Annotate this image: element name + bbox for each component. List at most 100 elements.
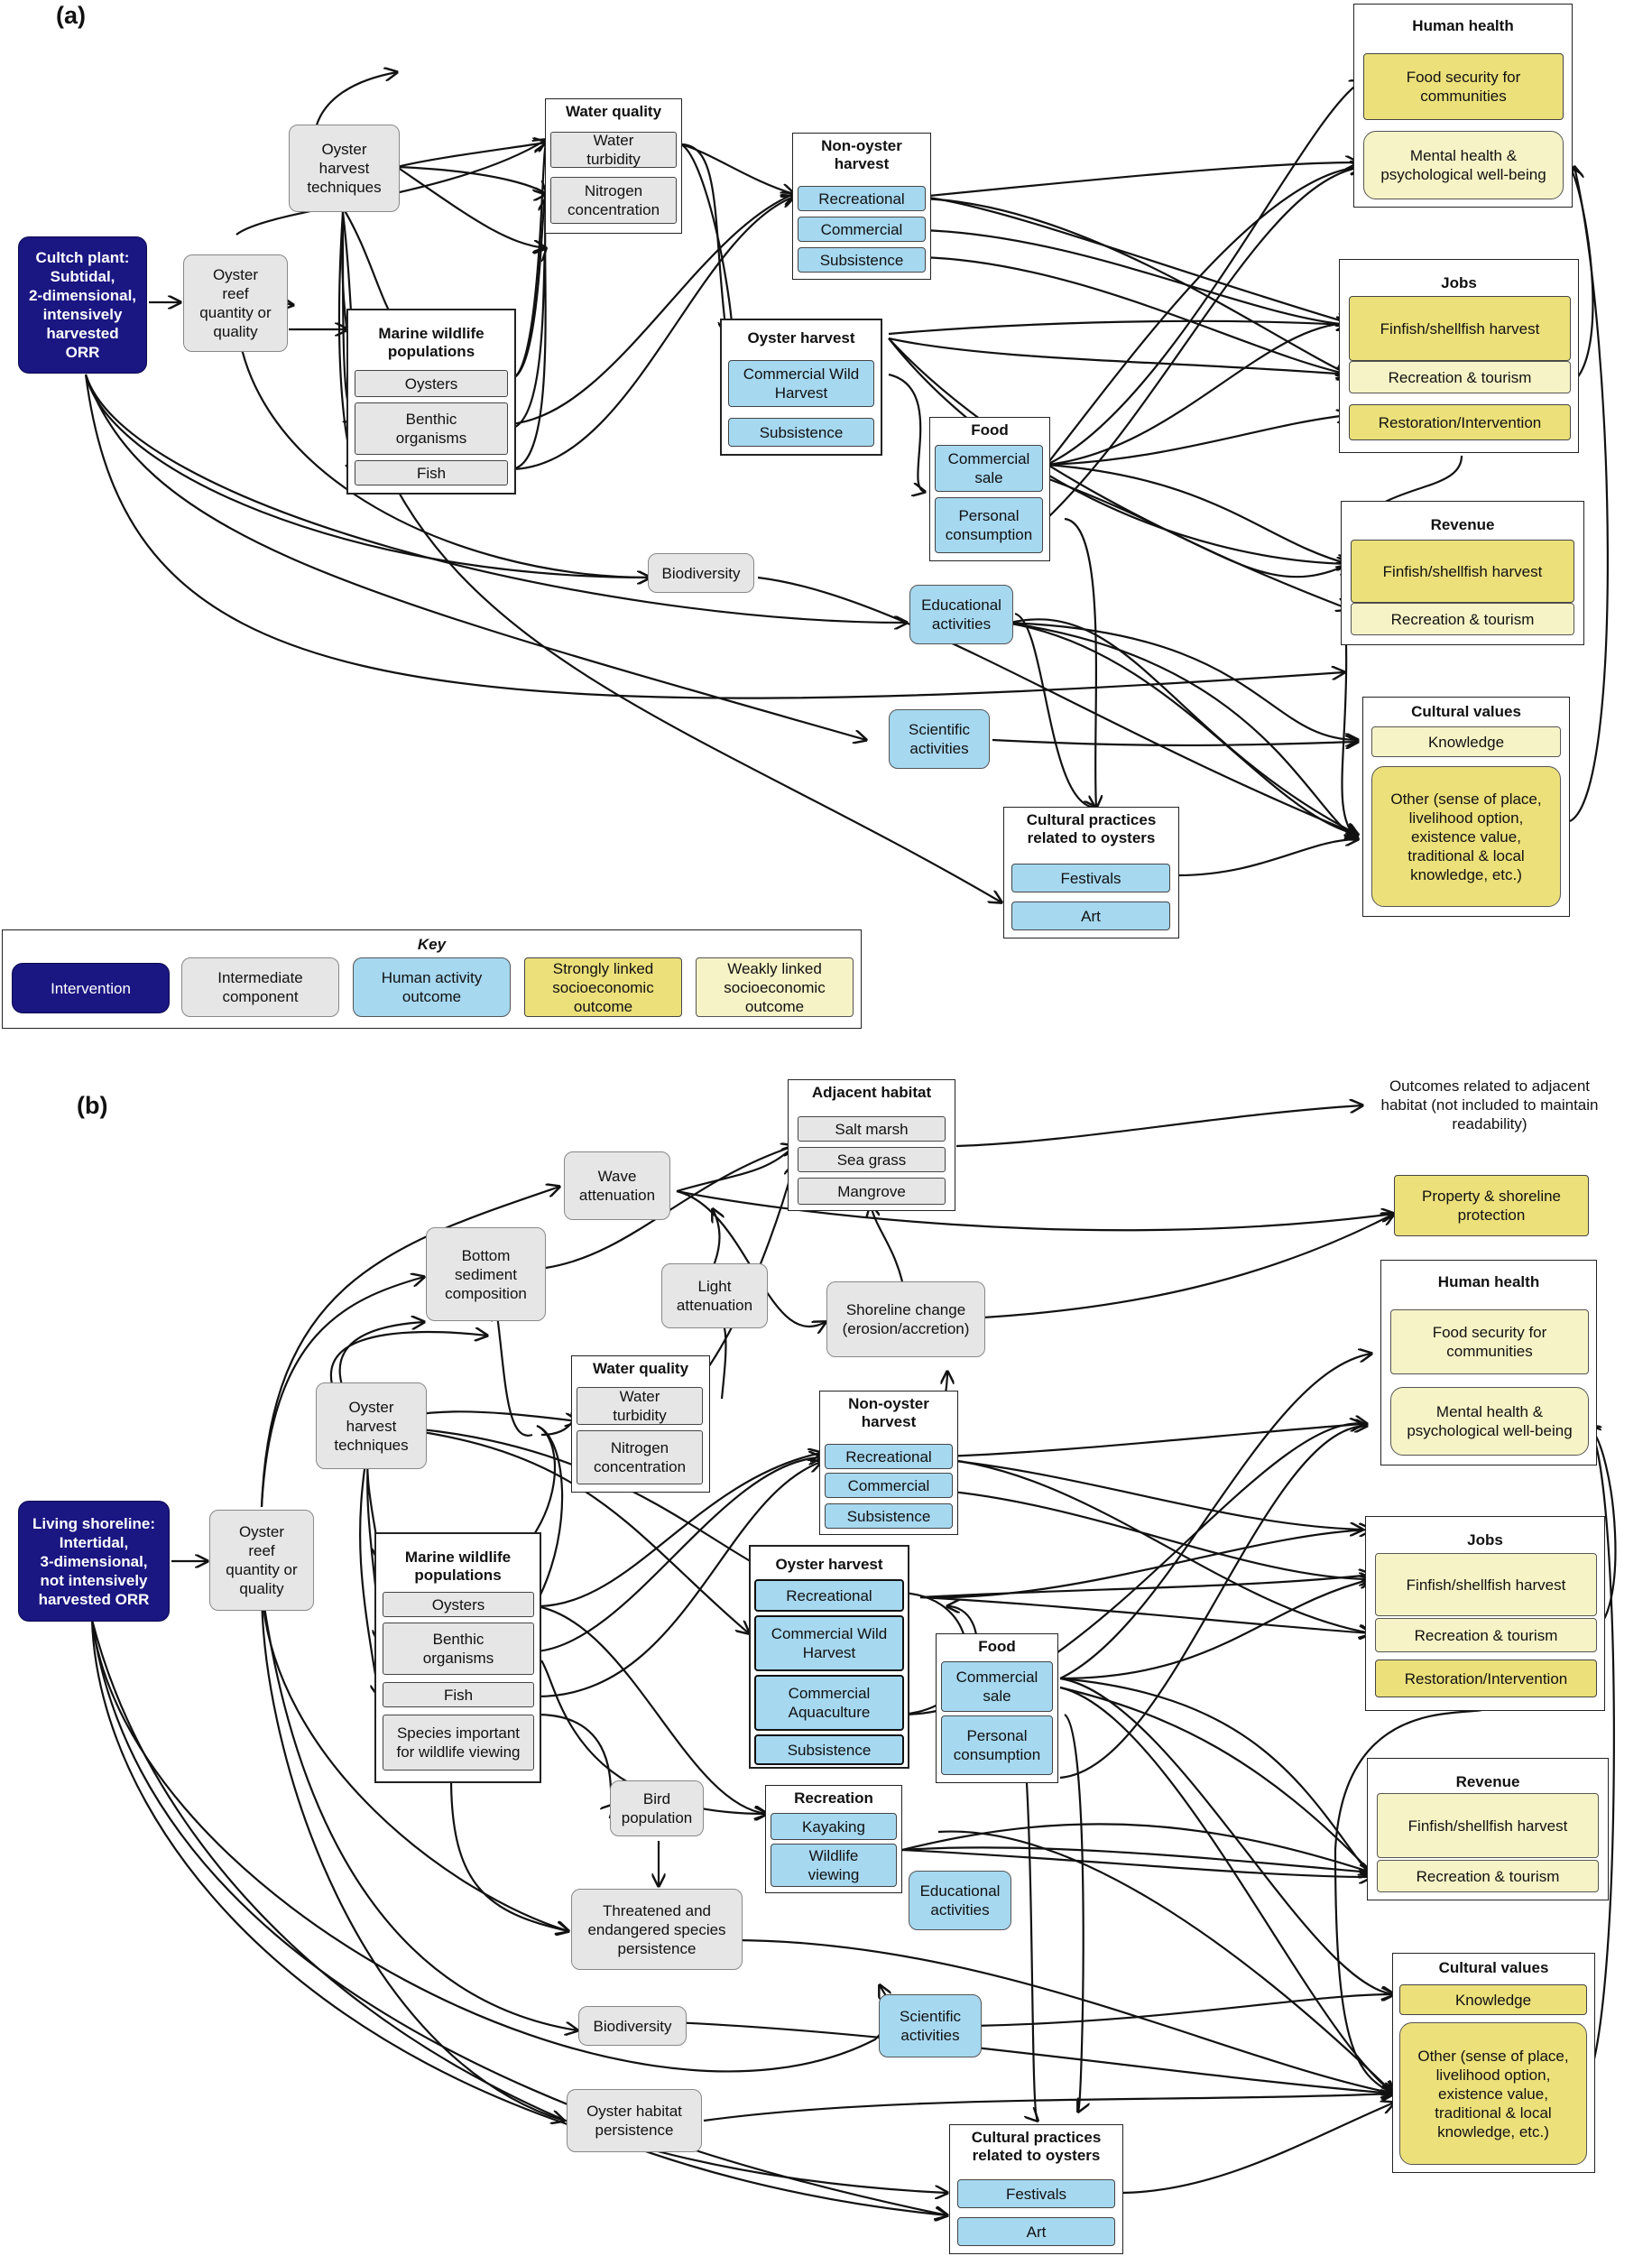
b-knowledge-node: Knowledge: [1399, 1984, 1587, 2015]
b-revenue-group: Revenue Finfish/shellfish harvest Recrea…: [1367, 1758, 1609, 1900]
water-quality-group: Water quality Water turbidity Nitrogen c…: [545, 98, 682, 234]
b-oyster-subsistence-node: Subsistence: [754, 1734, 904, 1765]
b-water-turbidity-node: Water turbidity: [577, 1387, 703, 1425]
human-health-title: Human health: [1412, 17, 1514, 34]
b-cultural-values-group: Cultural values Knowledge Other (sense o…: [1392, 1953, 1595, 2173]
b-oyster-recreational-node: Recreational: [754, 1579, 904, 1612]
oyster-reef-quantity-node: Oyster reef quantity or quality: [183, 254, 288, 352]
other-cultural-values-node: Other (sense of place, livelihood option…: [1371, 766, 1561, 907]
non-oyster-harvest-title: Non-oyster harvest: [821, 137, 902, 172]
recreation-group: Recreation Kayaking Wildlife viewing: [765, 1785, 902, 1893]
b-jobs-title: Jobs: [1467, 1531, 1503, 1549]
scientific-activities-node: Scientific activities: [889, 709, 990, 769]
legend-intervention: Intervention: [12, 963, 170, 1013]
legend-weakly-linked: Weakly linked socioeconomic outcome: [696, 957, 854, 1017]
jobs-group: Jobs Finfish/shellfish harvest Recreatio…: [1339, 259, 1579, 453]
food-security-node: Food security for communities: [1363, 53, 1564, 120]
b-festivals-node: Festivals: [957, 2179, 1115, 2208]
b-food-title: Food: [978, 1638, 1016, 1655]
commercial-aquaculture-node: Commercial Aquaculture: [754, 1675, 904, 1731]
wave-attenuation-node: Wave attenuation: [564, 1151, 670, 1220]
cultural-practices-group: Cultural practices related to oysters Fe…: [1003, 807, 1179, 938]
non-oyster-commercial-node: Commercial: [798, 217, 926, 242]
mental-health-node: Mental health & psychological well-being: [1363, 131, 1564, 199]
b-oyster-harvest-techniques-node: Oyster harvest techniques: [316, 1382, 427, 1469]
adjacent-habitat-group: Adjacent habitat Salt marsh Sea grass Ma…: [788, 1079, 955, 1211]
b-personal-consumption-node: Personal consumption: [941, 1715, 1053, 1775]
b-cultural-practices-group: Cultural practices related to oysters Fe…: [949, 2124, 1123, 2254]
property-shoreline-node: Property & shoreline protection: [1394, 1175, 1589, 1236]
bottom-sediment-node: Bottom sediment composition: [426, 1227, 546, 1321]
b-food-security-node: Food security for communities: [1390, 1309, 1589, 1374]
b-non-oyster-commercial-node: Commercial: [825, 1473, 953, 1498]
recreation-title: Recreation: [794, 1789, 873, 1807]
b-non-oyster-harvest-title: Non-oyster harvest: [848, 1395, 929, 1430]
legend-title: Key: [417, 936, 447, 953]
art-node: Art: [1011, 901, 1170, 930]
b-water-quality-title: Water quality: [592, 1360, 689, 1377]
marine-wildlife-title: Marine wildlife populations: [378, 325, 485, 360]
festivals-node: Festivals: [1011, 864, 1170, 892]
revenue-title: Revenue: [1430, 516, 1495, 533]
personal-consumption-node: Personal consumption: [935, 497, 1043, 553]
jobs-title: Jobs: [1441, 274, 1477, 291]
b-human-health-group: Human health Food security for communiti…: [1380, 1260, 1597, 1465]
oysters-node: Oysters: [355, 370, 508, 397]
threatened-species-node: Threatened and endangered species persis…: [571, 1889, 743, 1970]
cultural-practices-title: Cultural practices related to oysters: [1026, 811, 1157, 846]
legend-intermediate: Intermediate component: [181, 957, 339, 1017]
knowledge-node: Knowledge: [1371, 726, 1561, 757]
food-title: Food: [971, 421, 1009, 439]
b-biodiversity-node: Biodiversity: [578, 2006, 687, 2046]
b-cultural-values-title: Cultural values: [1438, 1959, 1549, 1976]
revenue-group: Revenue Finfish/shellfish harvest Recrea…: [1341, 501, 1584, 645]
nitrogen-concentration-node: Nitrogen concentration: [550, 177, 677, 224]
non-oyster-subsistence-node: Subsistence: [798, 247, 926, 273]
b-oyster-reef-quantity-node: Oyster reef quantity or quality: [209, 1510, 314, 1611]
b-oyster-harvest-title: Oyster harvest: [775, 1556, 883, 1573]
b-jobs-finfish-node: Finfish/shellfish harvest: [1375, 1553, 1597, 1616]
adjacent-habitat-title: Adjacent habitat: [811, 1084, 932, 1101]
b-nitrogen-concentration-node: Nitrogen concentration: [577, 1430, 703, 1484]
educational-activities-node: Educational activities: [909, 585, 1013, 644]
b-benthic-organisms-node: Benthic organisms: [383, 1623, 534, 1675]
oyster-harvest-techniques-node: Oyster harvest techniques: [289, 125, 400, 212]
revenue-recreation-node: Recreation & tourism: [1351, 603, 1574, 635]
mangrove-node: Mangrove: [798, 1178, 946, 1205]
oyster-habitat-persistence-node: Oyster habitat persistence: [567, 2089, 702, 2152]
legend-human-activity: Human activity outcome: [353, 957, 511, 1017]
kayaking-node: Kayaking: [771, 1813, 897, 1840]
oyster-harvest-group: Oyster harvest Commercial Wild Harvest S…: [720, 319, 882, 456]
b-revenue-title: Revenue: [1455, 1773, 1520, 1790]
revenue-finfish-node: Finfish/shellfish harvest: [1351, 540, 1574, 603]
commercial-wild-harvest-node: Commercial Wild Harvest: [728, 360, 874, 407]
jobs-restoration-node: Restoration/Intervention: [1349, 404, 1571, 440]
b-non-oyster-recreational-node: Recreational: [825, 1444, 953, 1469]
jobs-recreation-node: Recreation & tourism: [1349, 361, 1571, 393]
salt-marsh-node: Salt marsh: [798, 1116, 946, 1142]
b-oysters-node: Oysters: [383, 1592, 534, 1617]
water-turbidity-node: Water turbidity: [550, 132, 677, 168]
human-health-group: Human health Food security for communiti…: [1353, 4, 1573, 208]
non-oyster-harvest-group: Non-oyster harvest Recreational Commerci…: [792, 133, 931, 280]
biodiversity-node: Biodiversity: [648, 553, 754, 593]
commercial-sale-node: Commercial sale: [935, 445, 1043, 492]
b-marine-wildlife-group: Marine wildlife populations Oysters Bent…: [374, 1532, 541, 1783]
b-non-oyster-harvest-group: Non-oyster harvest Recreational Commerci…: [819, 1391, 958, 1535]
b-cultural-practices-title: Cultural practices related to oysters: [971, 2129, 1102, 2164]
panel-b-label: (b): [77, 1092, 108, 1119]
b-human-health-title: Human health: [1437, 1273, 1540, 1290]
b-commercial-sale-node: Commercial sale: [941, 1661, 1053, 1712]
b-scientific-activities-node: Scientific activities: [879, 1994, 982, 2057]
intervention-living-shoreline: Living shoreline: Intertidal, 3-dimensio…: [18, 1501, 170, 1622]
species-wildlife-viewing-node: Species important for wildlife viewing: [383, 1715, 534, 1771]
b-food-group: Food Commercial sale Personal consumptio…: [936, 1633, 1058, 1783]
legend-key: Key Intervention Intermediate component …: [2, 929, 862, 1029]
b-jobs-restoration-node: Restoration/Intervention: [1375, 1660, 1597, 1697]
panel-a-label: (a): [56, 2, 86, 29]
oyster-harvest-title: Oyster harvest: [747, 329, 855, 347]
b-water-quality-group: Water quality Water turbidity Nitrogen c…: [571, 1355, 710, 1493]
intervention-cultch-plant: Cultch plant: Subtidal, 2-dimensional, i…: [18, 236, 147, 374]
wildlife-viewing-node: Wildlife viewing: [771, 1844, 897, 1887]
b-fish-node: Fish: [383, 1682, 534, 1707]
